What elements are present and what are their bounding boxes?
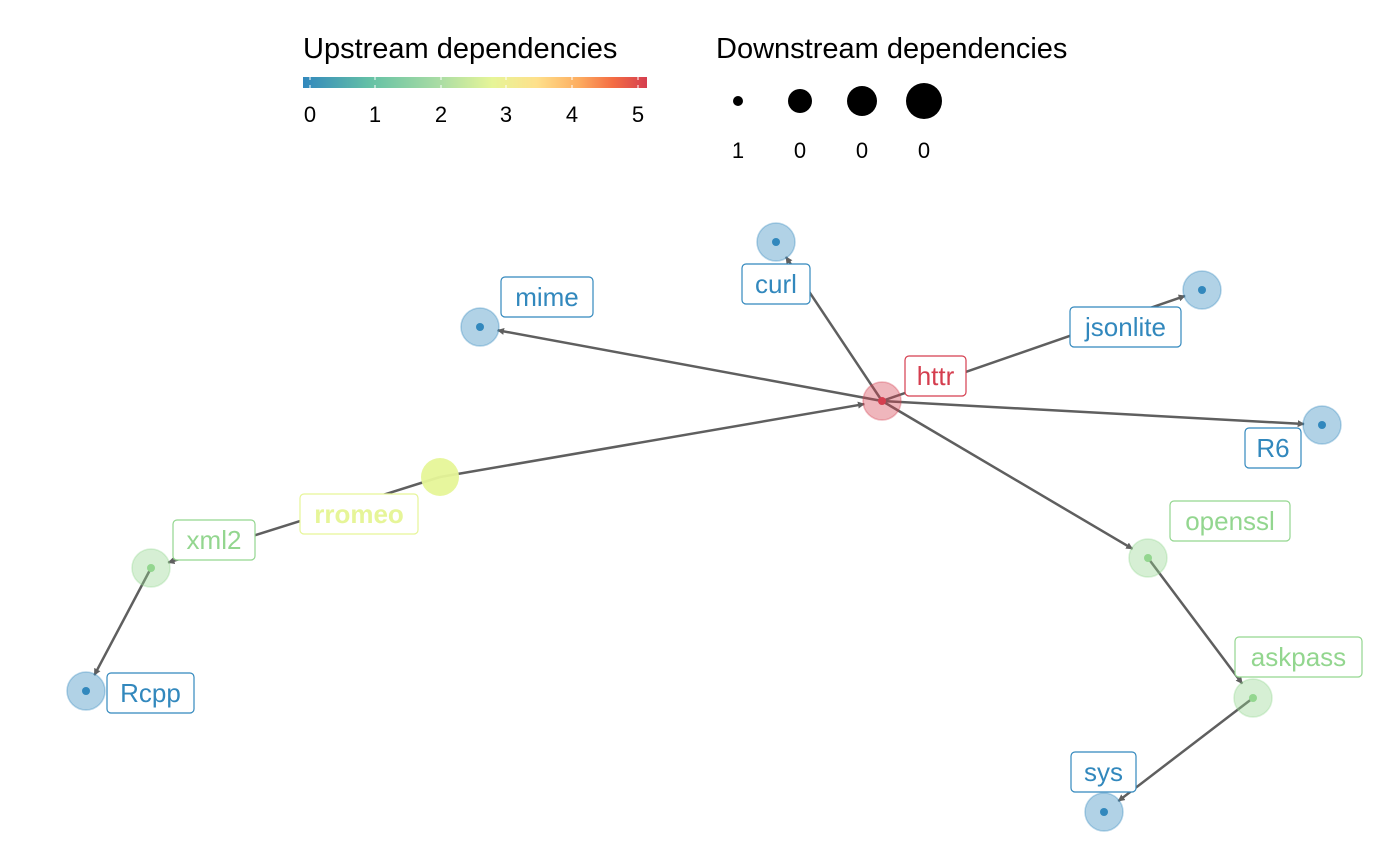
node-core-dot (878, 397, 886, 405)
node-core-dot (772, 238, 780, 246)
edge-askpass-to-sys (1117, 697, 1254, 803)
node-label: R6 (1256, 433, 1289, 463)
node-label: askpass (1251, 642, 1346, 672)
node-label-box (741, 263, 811, 305)
node-label-box (299, 493, 419, 535)
node-openssl[interactable]: openssl (1128, 500, 1291, 578)
downstream-size-label: 0 (794, 138, 806, 163)
downstream-size-circle (847, 86, 877, 116)
upstream-legend: Upstream dependencies 0 1 2 3 4 5 (303, 33, 647, 127)
upstream-tick-label: 1 (369, 102, 381, 127)
node-label-box (1234, 636, 1363, 678)
node-label: sys (1084, 757, 1123, 787)
node-curl[interactable]: curl (741, 222, 811, 305)
node-label: openssl (1185, 506, 1275, 536)
node-label-box (1244, 427, 1302, 469)
node-r6[interactable]: R6 (1244, 405, 1342, 469)
downstream-legend: Downstream dependencies 1 0 0 0 (716, 33, 1067, 163)
downstream-size-label: 0 (856, 138, 868, 163)
downstream-size-circle (733, 96, 743, 106)
edge-rromeo-to-httr (439, 401, 865, 479)
node-askpass[interactable]: askpass (1233, 636, 1363, 718)
downstream-size-keys: 1 0 0 0 (732, 83, 942, 163)
upstream-tick-label: 4 (566, 102, 578, 127)
edge-httr-to-openssl (881, 399, 1134, 550)
node-rromeo[interactable]: rromeo (299, 458, 459, 535)
upstream-tick-label: 0 (304, 102, 316, 127)
node-core-dot (1318, 421, 1326, 429)
node-label: rromeo (314, 499, 404, 529)
node-circle (421, 458, 459, 496)
node-label-box (500, 276, 594, 318)
upstream-tick-labels: 0 1 2 3 4 5 (304, 77, 644, 127)
node-label: xml2 (187, 525, 242, 555)
node-label: Rcpp (120, 678, 181, 708)
node-core-dot (147, 564, 155, 572)
node-label-box (1070, 751, 1137, 793)
node-httr[interactable]: httr (862, 355, 967, 421)
downstream-size-circle (906, 83, 942, 119)
upstream-legend-title: Upstream dependencies (303, 33, 617, 65)
node-label-box (106, 672, 195, 714)
node-label: curl (755, 269, 797, 299)
upstream-tick-label: 3 (500, 102, 512, 127)
node-jsonlite[interactable]: jsonlite (1069, 270, 1222, 348)
node-core-dot (1100, 808, 1108, 816)
upstream-colorbar (303, 77, 647, 88)
downstream-size-label: 1 (732, 138, 744, 163)
downstream-size-label: 0 (918, 138, 930, 163)
node-core-dot (1144, 554, 1152, 562)
downstream-legend-title: Downstream dependencies (716, 33, 1067, 65)
upstream-tick-label: 5 (632, 102, 644, 127)
node-label: jsonlite (1084, 312, 1166, 342)
node-sys[interactable]: sys (1070, 751, 1137, 832)
node-label-box (1069, 306, 1182, 348)
node-label: httr (917, 361, 955, 391)
edge-xml2-to-rcpp (93, 567, 153, 676)
node-label-box (1169, 500, 1291, 542)
edge-httr-to-mime (497, 327, 883, 403)
node-core-dot (476, 323, 484, 331)
node-label-box (904, 355, 967, 397)
node-core-dot (1198, 286, 1206, 294)
node-mime[interactable]: mime (460, 276, 594, 347)
edge-openssl-to-askpass (1146, 557, 1244, 685)
node-core-dot (82, 687, 90, 695)
upstream-tick-label: 2 (435, 102, 447, 127)
edge-httr-to-r6 (881, 399, 1305, 428)
node-xml2[interactable]: xml2 (131, 519, 256, 588)
node-label: mime (515, 282, 579, 312)
node-core-dot (1249, 694, 1257, 702)
downstream-size-circle (788, 89, 812, 113)
node-rcpp[interactable]: Rcpp (66, 671, 195, 714)
node-label-box (172, 519, 256, 561)
